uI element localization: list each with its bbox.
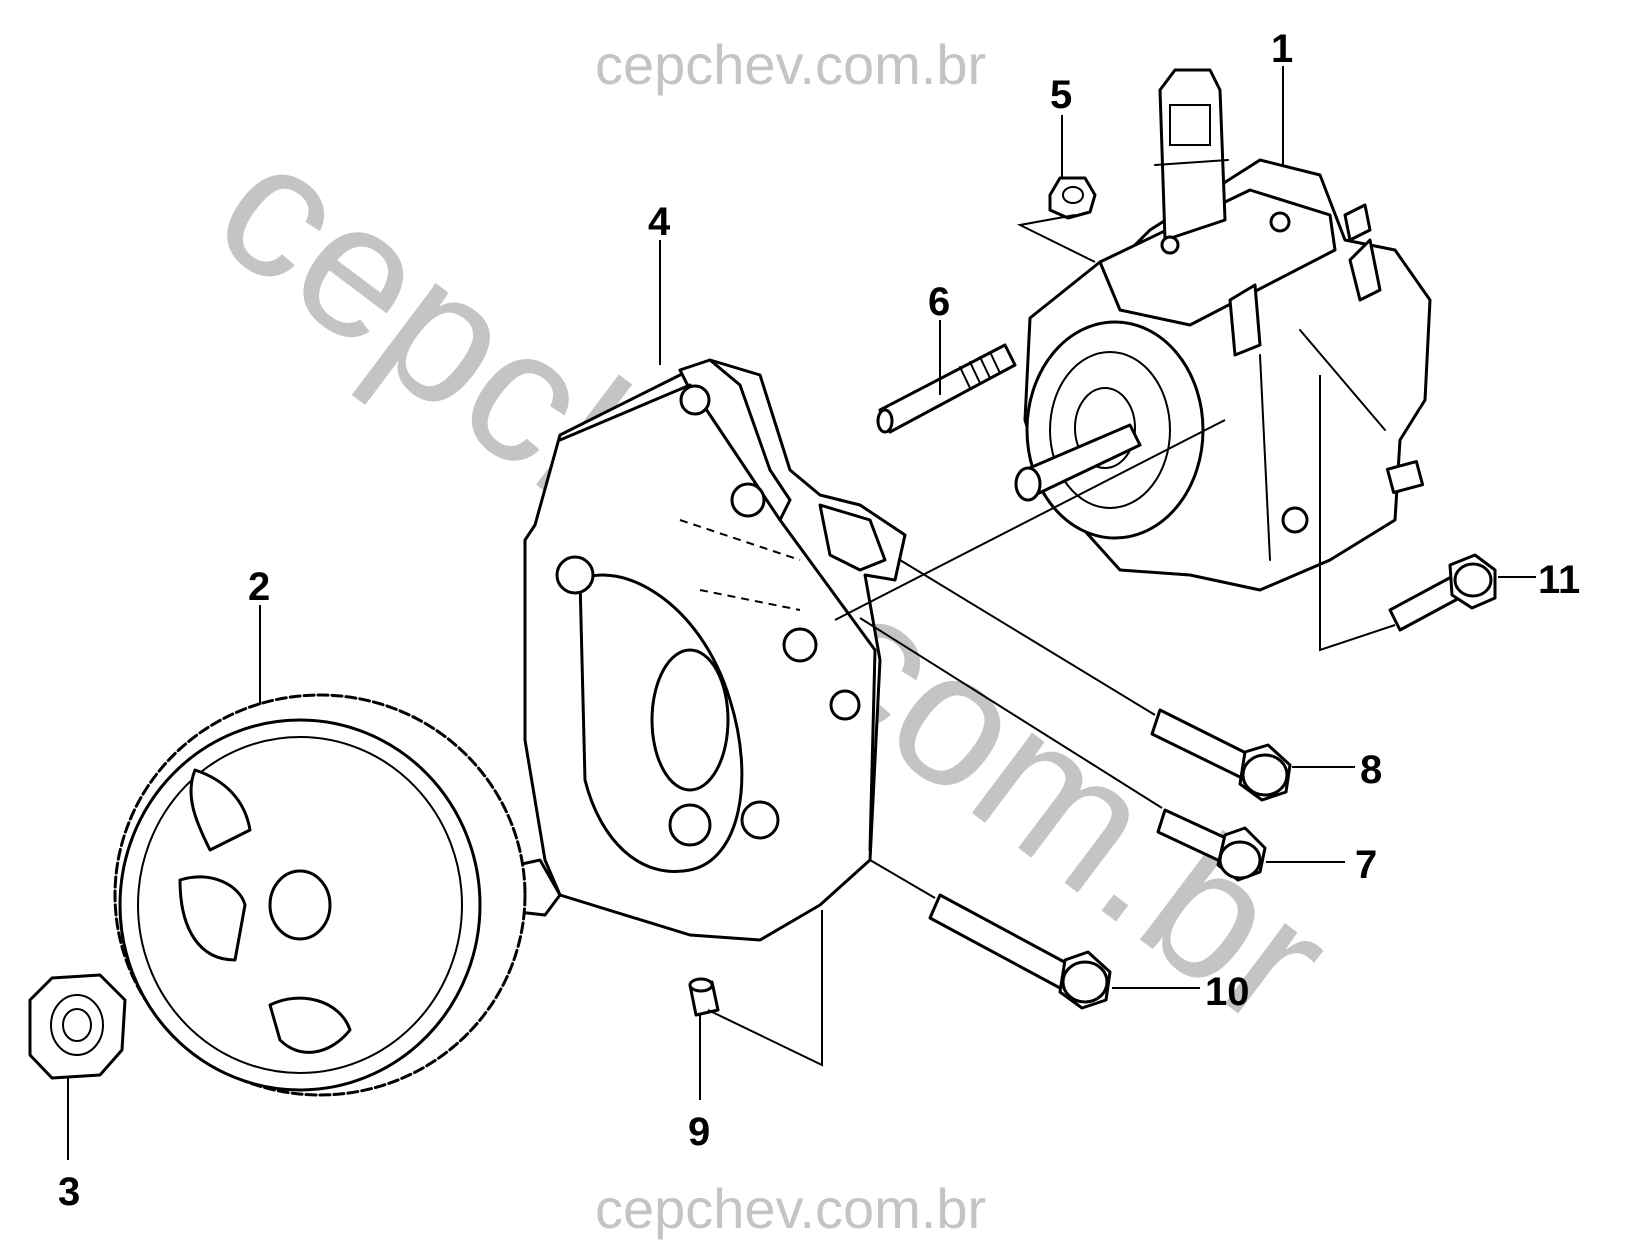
- bolt-11: [1388, 553, 1497, 632]
- nut-3: [28, 973, 127, 1080]
- callout-4: 4: [648, 200, 671, 244]
- bracket: [493, 358, 907, 942]
- callout-5: 5: [1050, 73, 1072, 117]
- callout-2: 2: [248, 565, 270, 609]
- watermark-top: cepchev.com.br: [595, 33, 986, 96]
- stud-6: [876, 343, 1017, 434]
- bolt-8: [1150, 708, 1292, 802]
- leader-lines: [67, 66, 1536, 1160]
- callout-7: 7: [1355, 843, 1377, 887]
- sprocket: [113, 693, 527, 1097]
- bolt-10: [928, 893, 1112, 1010]
- bolt-7: [1156, 808, 1267, 882]
- callout-8: 8: [1360, 748, 1382, 792]
- callout-1: 1: [1271, 27, 1293, 71]
- callout-3: 3: [58, 1170, 80, 1214]
- callout-11: 11: [1538, 558, 1580, 602]
- callout-10: 10: [1205, 970, 1250, 1014]
- nut-5: [1048, 176, 1097, 220]
- high-pressure-pump: [1014, 68, 1432, 592]
- dowel-9: [688, 977, 720, 1017]
- callout-9: 9: [688, 1110, 710, 1154]
- callout-numbers: 1 2 3 4 5 6 7 8 9 10 11: [58, 27, 1580, 1214]
- callout-6: 6: [928, 280, 950, 324]
- watermark-bottom: cepchev.com.br: [595, 1177, 986, 1240]
